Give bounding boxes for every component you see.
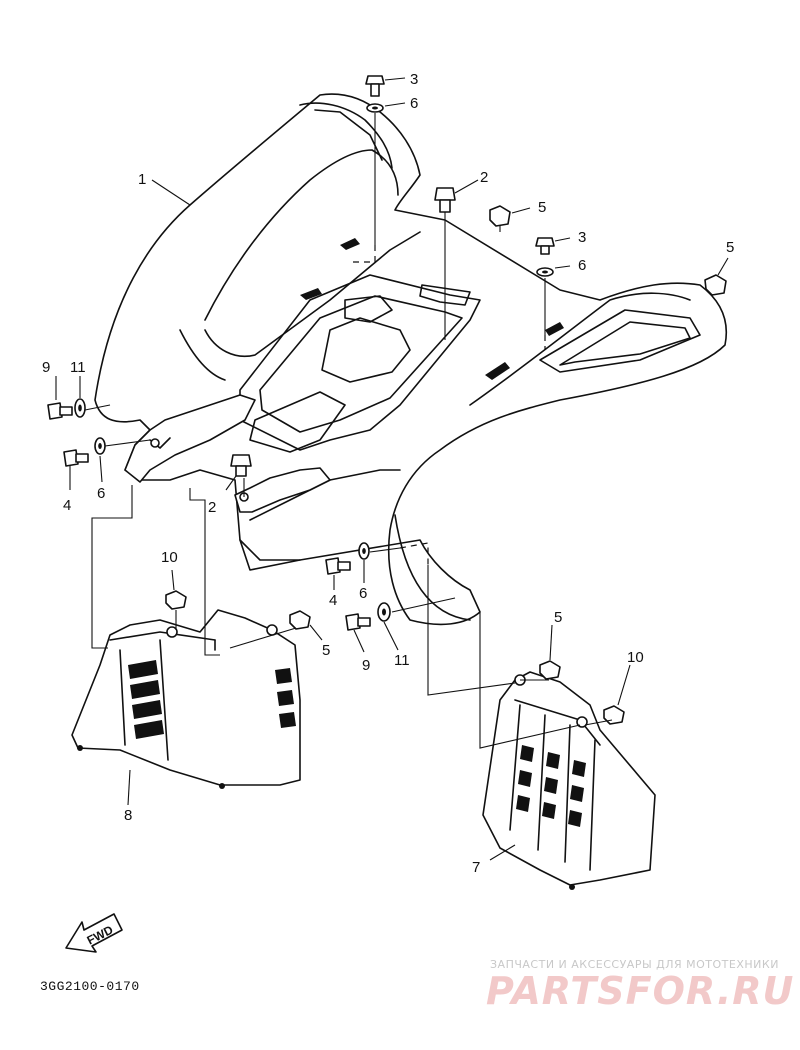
callout-5-lower: 5 [554,609,562,626]
callout-11-left: 11 [70,359,86,376]
callout-4-mid: 4 [329,592,337,609]
rear-fender-part-1 [94,93,727,626]
callout-5-top: 5 [538,199,546,216]
callout-2-lower: 2 [208,499,216,516]
callout-8: 8 [124,807,132,824]
side-cover-part-7 [482,671,656,890]
callout-4-left: 4 [63,497,71,514]
fwd-arrow-icon: FWD [65,913,123,953]
callout-7: 7 [472,859,480,876]
callout-5-right: 5 [726,239,734,256]
callout-9-left: 9 [42,359,50,376]
callout-6-right: 6 [578,257,586,274]
callout-6-mid: 6 [359,585,367,602]
callout-11-mid: 11 [394,652,410,669]
assembly-lines [84,113,613,749]
callout-1: 1 [138,171,146,188]
callout-9-mid: 9 [362,657,370,674]
callout-6-top: 6 [410,95,418,112]
callout-3-right: 3 [578,229,586,246]
diagram-code: 3GG2100-0170 [40,979,140,994]
side-cover-part-8 [71,609,301,789]
callout-6-left: 6 [97,485,105,502]
watermark-site: PARTSFOR.RU [486,969,794,1013]
callout-3-top: 3 [410,71,418,88]
watermark: ЗАПЧАСТИ И АКСЕССУАРЫ ДЛЯ МОТОТЕХНИКИ PA… [486,958,794,1013]
callout-5-mid: 5 [322,642,330,659]
callout-labels: 1 3 6 2 5 3 6 5 9 11 4 6 2 10 4 6 5 9 11… [42,71,734,876]
fasteners [47,75,727,725]
callout-10-right: 10 [627,649,644,666]
watermark-tagline: ЗАПЧАСТИ И АКСЕССУАРЫ ДЛЯ МОТОТЕХНИКИ [490,958,779,971]
callout-10-left: 10 [161,549,178,566]
leader-lines [55,77,729,861]
callout-2-top: 2 [480,169,488,186]
